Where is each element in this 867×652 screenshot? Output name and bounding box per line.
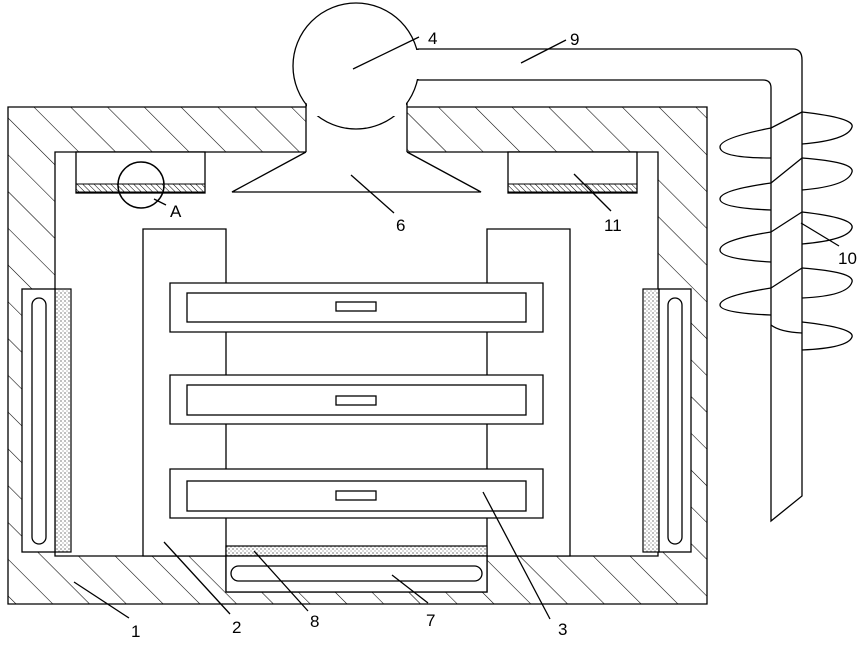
callout-8: 8 <box>310 612 319 631</box>
callout-11: 11 <box>604 216 622 235</box>
tray-3 <box>187 481 526 511</box>
tray-2 <box>187 385 526 415</box>
callout-4: 4 <box>428 29 437 48</box>
callout-2: 2 <box>232 618 241 637</box>
tray-1 <box>187 293 526 322</box>
filter-box-left <box>76 152 205 193</box>
callout-10: 10 <box>838 249 857 268</box>
callout-3: 3 <box>558 620 567 639</box>
callout-1: 1 <box>131 622 140 641</box>
callout-6: 6 <box>396 216 405 235</box>
bottom-heater-7 <box>226 556 487 592</box>
right-heater <box>643 289 691 552</box>
callout-9: 9 <box>570 30 579 49</box>
sphere-4 <box>293 3 419 129</box>
callout-a: A <box>170 202 182 221</box>
bottom-strip-8 <box>226 546 487 556</box>
left-heater <box>22 289 71 552</box>
funnel-hood-6 <box>232 152 481 192</box>
callout-7: 7 <box>426 611 435 630</box>
filter-box-11 <box>508 152 637 193</box>
